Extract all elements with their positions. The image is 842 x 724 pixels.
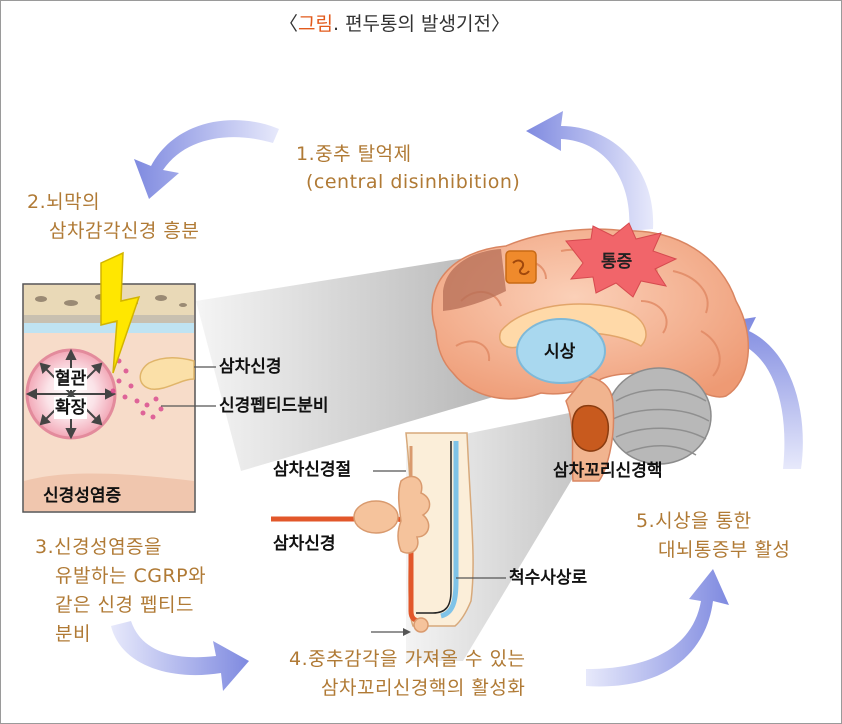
label-trigeminal-ganglion: 삼차신경절 xyxy=(273,460,352,480)
cycle-arrow-3-to-4 xyxy=(111,621,249,691)
step-2-line-1: 2.뇌막의 xyxy=(27,191,101,213)
label-vasodilation-1: 혈관 xyxy=(54,368,88,390)
step-3-line-1: 3.신경성염증을 xyxy=(35,536,163,558)
meningeal-fold xyxy=(24,473,194,511)
label-trigeminal-nerve-bottom: 삼차신경 xyxy=(273,534,336,554)
spinal-nucleus-dot xyxy=(413,617,429,633)
cortex-badge xyxy=(505,250,537,284)
step-4-line-2: 삼차꼬리신경핵의 활성화 xyxy=(321,677,526,699)
step-3-line-2: 유발하는 CGRP와 xyxy=(55,565,207,587)
step-1-line-1: 1.중추 탈억제 xyxy=(296,143,412,165)
label-spinal-trigeminal-nucleus: 삼차꼬리신경핵 xyxy=(553,461,663,481)
pain-starburst xyxy=(565,222,678,298)
label-neuropeptide-release: 신경펩티드분비 xyxy=(219,396,329,416)
frontal-region xyxy=(443,249,506,311)
second-order-fiber xyxy=(416,441,452,614)
title-open-bracket: 〈 xyxy=(279,13,299,35)
label-vasodilation-2: 확장 xyxy=(54,397,88,419)
title-rest: . 편두통의 발생기전〉 xyxy=(332,13,510,35)
label-pain: 통증 xyxy=(601,252,633,272)
lightning-bolt xyxy=(100,251,141,374)
trigeminal-nerve-ending xyxy=(139,357,195,390)
step-3-line-3: 같은 신경 펩티드 xyxy=(55,594,194,616)
step-2-line-2: 삼차감각신경 흥분 xyxy=(49,220,200,242)
spinal-cord-illustration xyxy=(271,432,506,636)
step-5-line-2: 대뇌통증부 활성 xyxy=(658,539,791,561)
brain-illustration xyxy=(431,222,749,482)
meninges-inset xyxy=(22,251,216,513)
figure-title: 〈그림. 편두통의 발생기전〉 xyxy=(279,9,510,36)
label-spinothalamic-tract: 척수사상로 xyxy=(509,568,588,588)
cycle-arrow-4-to-5 xyxy=(586,569,729,687)
label-thalamus: 시상 xyxy=(544,342,576,362)
label-neurogenic-inflammation: 신경성염증 xyxy=(43,486,122,506)
cycle-arrow-1-to-2 xyxy=(134,120,279,199)
spinothalamic-tract-line xyxy=(440,441,459,619)
label-trigeminal-nerve-top: 삼차신경 xyxy=(219,357,282,377)
thalamus-shape xyxy=(516,318,606,384)
title-accent: 그림 xyxy=(298,13,333,35)
cycle-arrow-5-to-1 xyxy=(526,111,654,231)
step-3-line-4: 분비 xyxy=(55,623,91,645)
step-4-line-1: 4.중추감각을 가져올 수 있는 xyxy=(289,648,526,670)
ganglion-branches xyxy=(397,475,431,554)
step-5-line-1: 5.시상을 통한 xyxy=(636,510,752,532)
spinal-trigeminal-nucleus-marker xyxy=(571,405,610,452)
cerebellum xyxy=(606,367,712,465)
csf-layer xyxy=(24,323,194,333)
trigeminal-ganglion-body xyxy=(353,500,399,534)
step-1-line-2: (central disinhibition) xyxy=(306,171,521,193)
dilation-arrows xyxy=(25,348,117,440)
neuropeptide-dots xyxy=(110,358,164,420)
